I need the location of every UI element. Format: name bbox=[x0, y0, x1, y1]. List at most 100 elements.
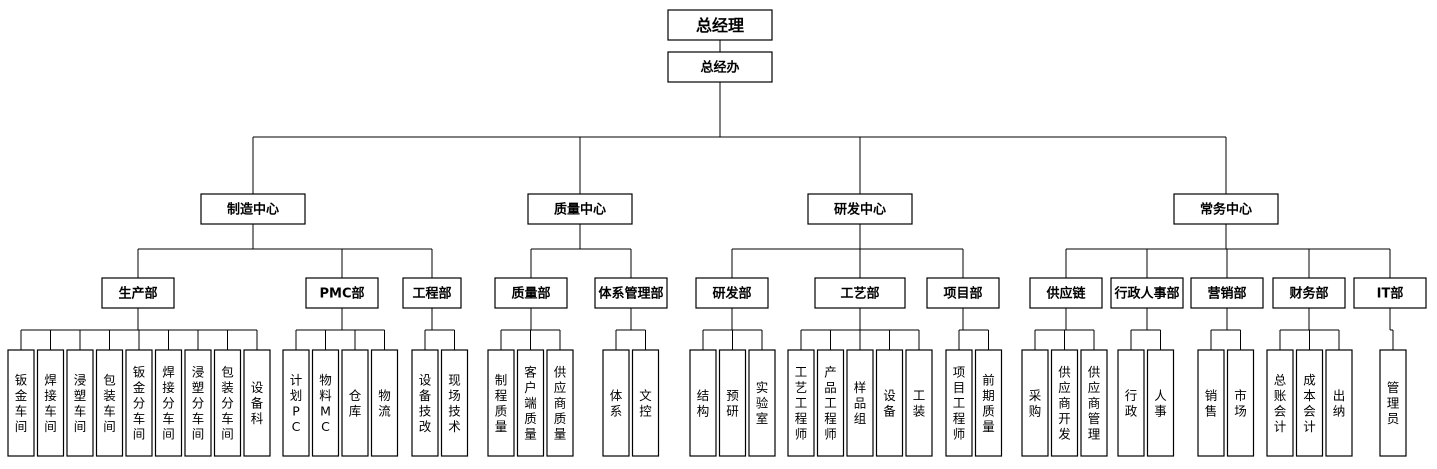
unit-node-label: 总账会计 bbox=[1274, 372, 1287, 434]
unit-node: 采购 bbox=[1021, 349, 1049, 457]
center-node: 研发中心 bbox=[807, 193, 913, 225]
unit-node-label: 预研 bbox=[726, 388, 739, 419]
dept-node-label: 工程部 bbox=[412, 286, 451, 302]
unit-node-label: 工装 bbox=[913, 388, 926, 419]
unit-node: 供应商质量 bbox=[546, 349, 574, 457]
unit-node-label: 仓库 bbox=[349, 388, 362, 419]
unit-node-label: 工艺工程师 bbox=[795, 365, 808, 442]
unit-node-label: 焊接分车间 bbox=[162, 365, 175, 442]
unit-node: 产品工程师 bbox=[816, 349, 845, 457]
dept-node-label: 行政人事部 bbox=[1113, 286, 1179, 302]
unit-node: 结构 bbox=[689, 349, 717, 457]
unit-node: 预研 bbox=[718, 349, 747, 457]
unit-node-label: 产品工程师 bbox=[824, 365, 837, 442]
center-node-label: 制造中心 bbox=[227, 202, 279, 218]
dept-node: 研发部 bbox=[695, 277, 769, 309]
unit-node: 焊接车间 bbox=[36, 349, 65, 457]
unit-node-label: 设备 bbox=[883, 388, 896, 419]
unit-node-label: 成本会计 bbox=[1303, 372, 1316, 434]
dept-node: 营销部 bbox=[1190, 277, 1264, 309]
dept-node: 供应链 bbox=[1029, 277, 1103, 309]
unit-node-label: 采购 bbox=[1029, 388, 1042, 419]
unit-node-label: 钣金车间 bbox=[15, 372, 28, 434]
unit-node-label: 样品组 bbox=[854, 380, 867, 426]
dept-node-label: PMC部 bbox=[319, 286, 364, 302]
unit-node-label: 现场技术 bbox=[448, 372, 461, 434]
unit-node: 工装 bbox=[905, 349, 933, 457]
dept-node: 质量部 bbox=[494, 277, 568, 309]
unit-node-label: 包装车间 bbox=[103, 372, 116, 434]
dept-node: 生产部 bbox=[101, 277, 175, 309]
unit-node: 销售 bbox=[1197, 349, 1225, 457]
unit-node: 文控 bbox=[631, 349, 660, 457]
unit-node: 现场技术 bbox=[440, 349, 469, 457]
center-node: 常务中心 bbox=[1173, 193, 1279, 225]
unit-node-label: 供应商质量 bbox=[554, 365, 567, 442]
unit-node: 制程质量 bbox=[487, 349, 515, 457]
unit-node: 总账会计 bbox=[1266, 349, 1294, 457]
unit-node-label: 管理员 bbox=[1387, 380, 1400, 426]
unit-node-label: 设备技改 bbox=[419, 372, 432, 434]
dept-node-label: 工艺部 bbox=[840, 286, 879, 302]
unit-node-label: 浸塑分车间 bbox=[192, 365, 205, 442]
unit-node-label: 实验室 bbox=[756, 380, 769, 426]
dept-node: 财务部 bbox=[1272, 277, 1346, 309]
unit-node-label: 制程质量 bbox=[495, 372, 508, 434]
unit-node-label: 浸塑车间 bbox=[74, 372, 87, 434]
unit-node-label: 体系 bbox=[610, 388, 623, 419]
unit-node-label: 文控 bbox=[639, 388, 652, 419]
unit-node: 行政 bbox=[1117, 349, 1145, 457]
unit-node: 包装分车间 bbox=[213, 349, 242, 457]
unit-node: 供应商管理 bbox=[1080, 349, 1108, 457]
dept-node-label: 财务部 bbox=[1289, 286, 1328, 302]
dept-node-label: 营销部 bbox=[1207, 286, 1246, 302]
dept-node-label: IT部 bbox=[1377, 286, 1404, 302]
unit-node: 实验室 bbox=[748, 349, 776, 457]
unit-node-label: 项目工程师 bbox=[953, 365, 966, 442]
dept-node-label: 研发部 bbox=[712, 286, 751, 302]
unit-node-label: 供应商管理 bbox=[1088, 365, 1101, 442]
unit-node-label: 钣金分车间 bbox=[133, 365, 146, 442]
unit-node: 客户端质量 bbox=[516, 349, 545, 457]
unit-node: 样品组 bbox=[846, 349, 874, 457]
unit-node-label: 包装分车间 bbox=[221, 365, 234, 442]
unit-node-label: 客户端质量 bbox=[524, 365, 537, 442]
unit-node: 焊接分车间 bbox=[154, 349, 183, 457]
dept-node-label: 体系管理部 bbox=[598, 286, 663, 302]
unit-node: 设备 bbox=[875, 349, 904, 457]
unit-node: 设备技改 bbox=[411, 349, 439, 457]
unit-node: 浸塑车间 bbox=[66, 349, 94, 457]
unit-node: 前期质量 bbox=[974, 349, 1003, 457]
unit-node: 仓库 bbox=[341, 349, 369, 457]
unit-node: 出纳 bbox=[1325, 349, 1353, 457]
unit-node-label: 出纳 bbox=[1333, 388, 1346, 419]
unit-node-label: 人事 bbox=[1154, 388, 1167, 419]
unit-node-label: 销售 bbox=[1205, 388, 1218, 419]
unit-node: 市场 bbox=[1226, 349, 1255, 457]
office-node: 总经办 bbox=[667, 51, 773, 83]
unit-node-label: 行政 bbox=[1125, 388, 1138, 419]
dept-node: 工程部 bbox=[402, 277, 462, 309]
unit-node-label: 设备科 bbox=[251, 380, 264, 426]
center-node-label: 常务中心 bbox=[1200, 202, 1252, 218]
unit-node-label: 前期质量 bbox=[982, 372, 995, 434]
unit-node: 体系 bbox=[602, 349, 630, 457]
unit-node: 设备科 bbox=[243, 349, 271, 457]
center-node-label: 质量中心 bbox=[554, 202, 606, 218]
dept-node-label: 生产部 bbox=[118, 286, 157, 302]
dept-node-label: 项目部 bbox=[943, 286, 982, 302]
center-node: 质量中心 bbox=[527, 193, 633, 225]
dept-node-label: 质量部 bbox=[511, 286, 550, 302]
unit-node: 工艺工程师 bbox=[787, 349, 815, 457]
unit-node-label: 市场 bbox=[1234, 388, 1247, 419]
dept-node: 行政人事部 bbox=[1110, 277, 1184, 309]
unit-node: 项目工程师 bbox=[945, 349, 973, 457]
dept-node: 体系管理部 bbox=[594, 277, 668, 309]
dept-node-label: 供应链 bbox=[1045, 286, 1086, 302]
center-node-label: 研发中心 bbox=[834, 202, 886, 218]
unit-node-label: 供应商开发 bbox=[1058, 365, 1071, 442]
